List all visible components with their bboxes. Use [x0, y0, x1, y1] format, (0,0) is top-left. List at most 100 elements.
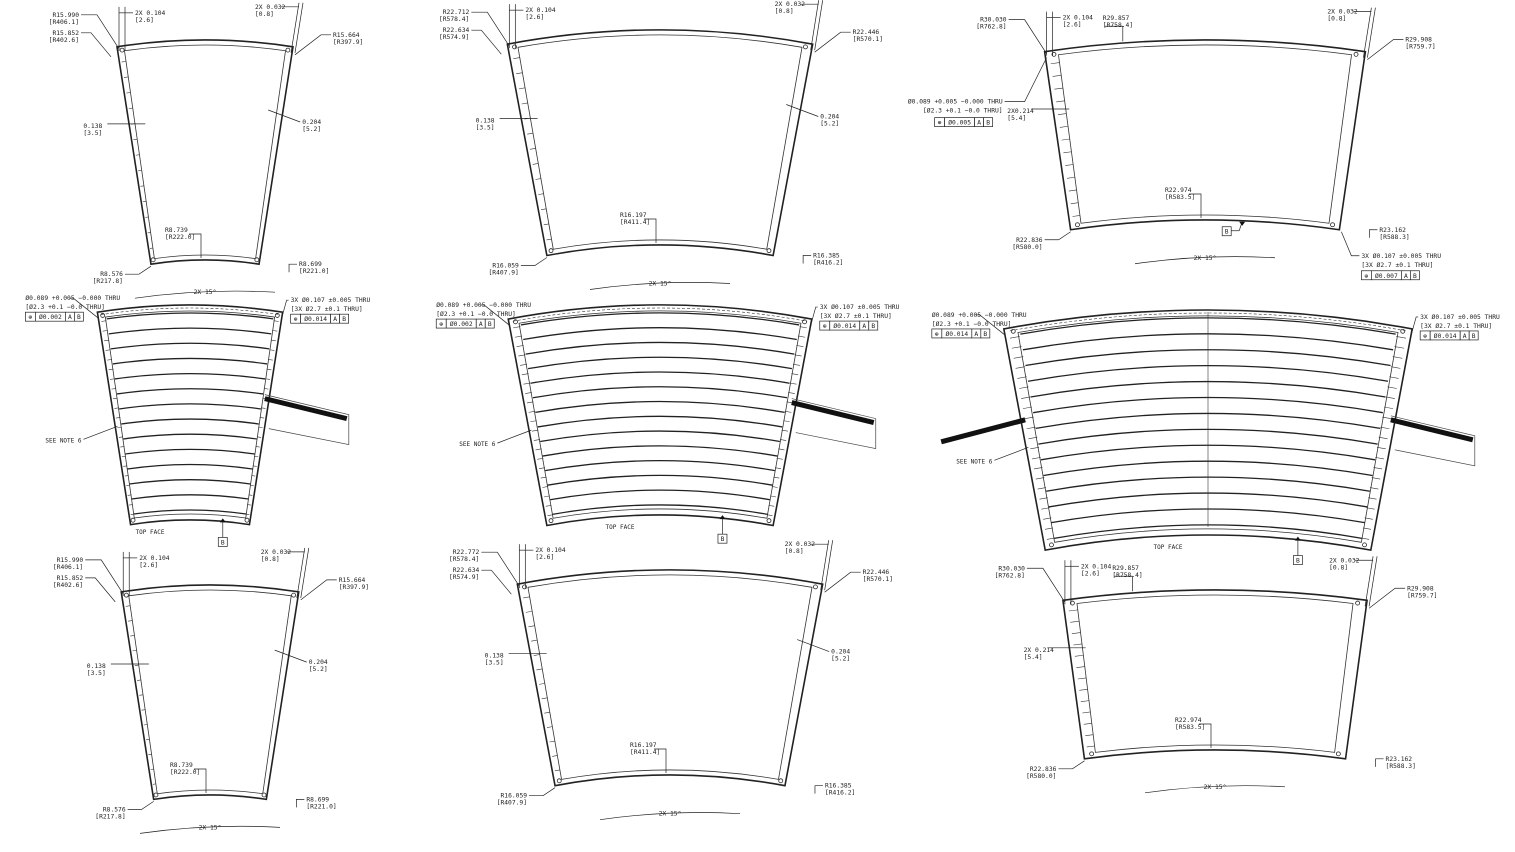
outer-right-radius-label: R15.664: [339, 577, 366, 584]
conductor-turn: [125, 448, 255, 455]
leader-line: [83, 425, 118, 440]
leader-line: [1375, 758, 1384, 767]
edge-tick: [523, 382, 531, 385]
edge-tick: [1028, 436, 1038, 440]
edge-tick: [245, 513, 250, 516]
mounting-hole: [1335, 751, 1341, 757]
inner-radius-label: R22.974: [1165, 187, 1192, 194]
leader-line: [802, 255, 812, 264]
left-width-label: 0.138: [87, 663, 106, 670]
leader-line: [81, 32, 112, 58]
fcf-text: A: [1463, 333, 1467, 340]
datum-triangle: [719, 515, 726, 520]
outer-right-radius-label: R22.446: [853, 29, 880, 36]
conductor-turn: [1053, 524, 1363, 540]
blank-outline: [120, 584, 300, 801]
inner-right-radius-label-metric: [R416.2]: [825, 790, 855, 797]
left-width-label-metric: [3.5]: [83, 130, 102, 137]
side-width-label-metric: [5.2]: [309, 666, 328, 673]
side-width-label-metric: [5.2]: [820, 121, 839, 128]
edge-tick: [101, 320, 107, 322]
leader-line: [1368, 556, 1378, 607]
outer-radius-label-metric: [R762.8]: [995, 572, 1025, 579]
inner-radius-label-metric: [R583.5]: [1175, 724, 1205, 731]
inner-edge: [1058, 44, 1352, 224]
edge-tick: [1058, 113, 1067, 115]
leader-line: [797, 639, 830, 652]
edge-tick: [1019, 386, 1029, 389]
leader-line: [1058, 760, 1085, 770]
leader-line: [1104, 25, 1124, 42]
fcf-text: B: [1472, 333, 1476, 340]
width-104-label-metric: [2.6]: [1063, 22, 1082, 29]
edge-tick: [513, 57, 520, 59]
edge-tick: [788, 392, 795, 394]
leader-line: [481, 551, 520, 587]
blank-outline: [506, 29, 814, 257]
mounting-hole: [1362, 542, 1367, 548]
conductor-turn: [116, 388, 264, 395]
mounting-hole: [813, 584, 818, 590]
fcf-cell: [868, 320, 879, 331]
outer-radius-2-label: R22.634: [443, 27, 470, 34]
edge-tick: [525, 610, 533, 613]
width-032-label: 2X 0.032: [1327, 9, 1358, 16]
mounting-hole: [556, 778, 562, 784]
edge-tick: [514, 335, 523, 338]
mounting-hole: [285, 47, 291, 53]
edge-tick: [544, 711, 550, 714]
edge-tick: [518, 87, 526, 90]
small-assembly: Ø0.089 +0.005 −0.000 THRU[Ø2.3 +0.1 −0.0…: [25, 294, 370, 547]
edge-tick: [799, 326, 807, 329]
position-symbol-icon: ⊕: [294, 316, 298, 323]
mounting-hole: [123, 592, 129, 598]
datum-box: [717, 533, 728, 544]
width-104-label: 2X 0.104: [1081, 563, 1112, 570]
leader-line: [69, 297, 99, 319]
mounting-hole: [1400, 328, 1406, 334]
edge-tick: [1369, 487, 1379, 490]
datum-box: [1293, 555, 1303, 565]
edge-tick: [139, 694, 144, 696]
edge-tick: [126, 484, 131, 487]
angle-arc: [599, 812, 741, 821]
edge-tick: [1061, 138, 1070, 141]
inner-left-radius-label: R8.576: [100, 271, 123, 278]
edge-tick: [273, 320, 279, 322]
edge-tick: [136, 679, 141, 681]
edge-tick: [1050, 62, 1060, 65]
edge-tick: [516, 345, 524, 347]
fcf-text: Ø0.014: [304, 315, 327, 323]
mounting-hole: [1069, 600, 1075, 606]
edge-tick: [111, 388, 117, 390]
inner-edge: [1076, 594, 1354, 753]
inner-radius-label: R22.974: [1175, 717, 1202, 724]
width-032-label-metric: [0.8]: [261, 556, 280, 563]
outer-radius-label-metric: [R406.1]: [53, 564, 83, 571]
fcf-cell: [484, 318, 495, 329]
edge-tick: [518, 354, 526, 357]
edge-tick: [1361, 537, 1370, 540]
outer-right-radius-label-metric: [R570.1]: [863, 576, 893, 583]
edge-tick: [254, 455, 259, 458]
width-104-label-metric: [2.6]: [135, 17, 154, 24]
leader-line: [810, 0, 820, 51]
leader-line: [300, 547, 310, 598]
outer-radius-2-label: R22.634: [453, 567, 480, 574]
conductor-turn: [129, 479, 251, 485]
arc-radius-label: R29.857: [1103, 15, 1130, 22]
width-032-label-metric: [0.8]: [785, 548, 804, 555]
edge-tick: [127, 620, 133, 622]
edge-tick: [538, 683, 545, 685]
mounting-hole: [766, 248, 772, 254]
left-width-label-metric: [5.4]: [1024, 654, 1043, 661]
edge-tick: [263, 388, 269, 390]
blank-outline: [1043, 39, 1367, 231]
lead-bar: [264, 396, 348, 422]
edge-tick: [258, 426, 263, 429]
inner-right-radius-label-metric: [R588.3]: [1379, 234, 1409, 241]
left-width-label: 2X 0.214: [1024, 647, 1055, 654]
hole3-callout-metric: [3X Ø2.7 ±0.1 THRU]: [1420, 322, 1492, 330]
datum-label: B: [221, 539, 225, 546]
